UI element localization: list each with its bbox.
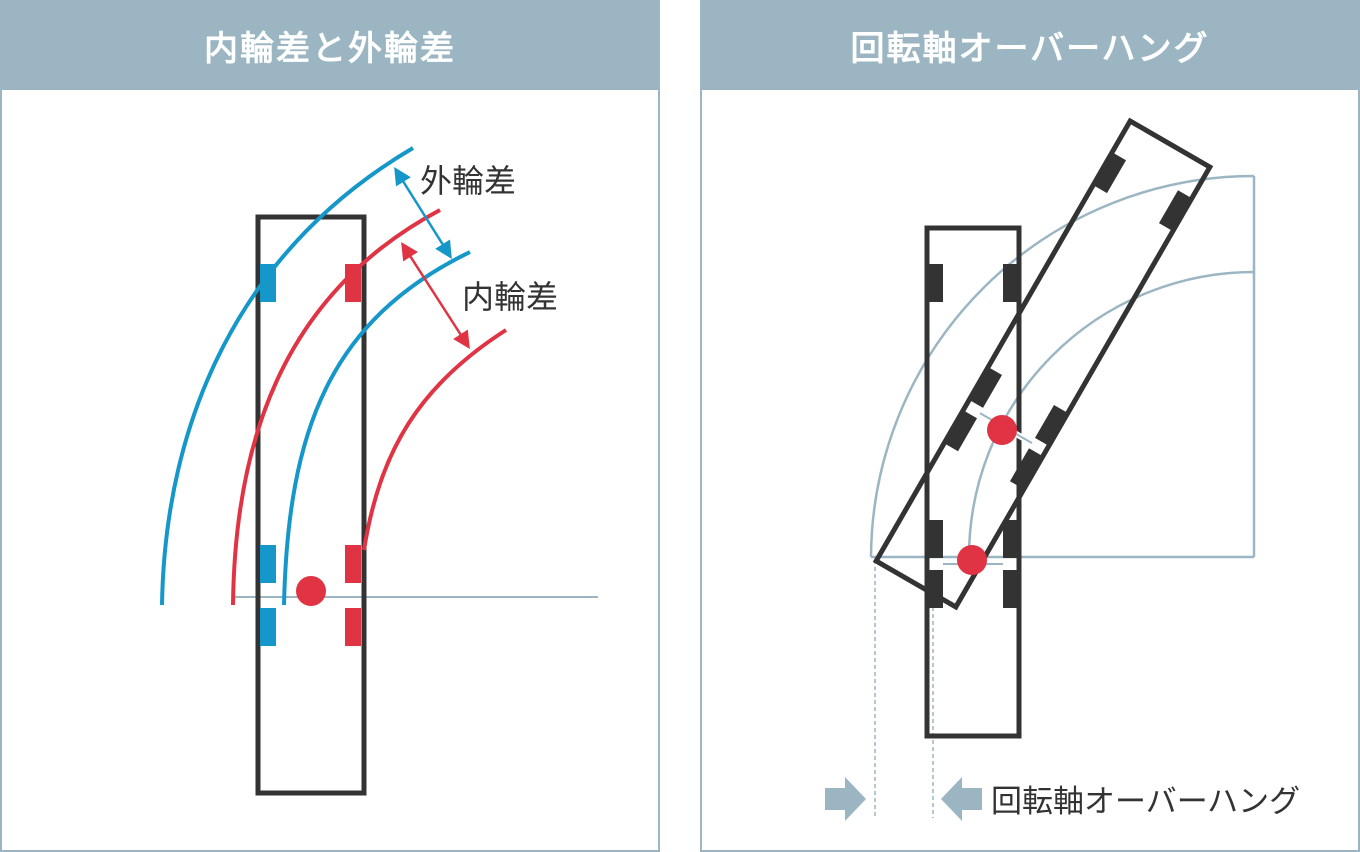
inner-difference-label: 内輪差 bbox=[462, 278, 558, 316]
overhang-label: 回転軸オーバーハング bbox=[991, 784, 1300, 820]
pivot-dot-rotated bbox=[987, 415, 1017, 445]
overhang-arrow-right bbox=[941, 777, 982, 821]
inner-difference-arrow bbox=[401, 242, 470, 349]
tire-front-right bbox=[345, 264, 361, 302]
tire-straight-rr2 bbox=[1003, 570, 1017, 608]
panel-pivot-overhang: 回転軸オーバーハング bbox=[700, 0, 1360, 852]
panel-title-left: 内輪差と外輪差 bbox=[0, 0, 660, 90]
outer-difference-arrow bbox=[394, 167, 452, 259]
tire-rear-right-2 bbox=[345, 608, 361, 646]
right-diagram: 回転軸オーバーハング bbox=[825, 117, 1300, 821]
tire-straight-fl bbox=[929, 264, 943, 302]
inner-arc-red-1 bbox=[231, 208, 441, 606]
pivot-dot-left bbox=[296, 576, 326, 606]
truck-rotated bbox=[872, 117, 1214, 611]
tire-rear-left-1 bbox=[260, 545, 276, 583]
pivot-dot-straight bbox=[957, 545, 987, 575]
left-diagram: 外輪差 内輪差 bbox=[160, 146, 598, 796]
tire-rear-left-2 bbox=[260, 608, 276, 646]
turn-arc-inner bbox=[967, 270, 1255, 558]
tire-front-left bbox=[260, 264, 276, 302]
turn-arc-outer bbox=[869, 174, 1255, 558]
panel-title-right: 回転軸オーバーハング bbox=[700, 0, 1360, 90]
panel-inner-outer-difference: 内輪差と外輪差 bbox=[0, 0, 660, 852]
outer-difference-label: 外輪差 bbox=[420, 162, 516, 200]
outer-arc-blue-1 bbox=[160, 146, 415, 606]
tire-straight-fr bbox=[1003, 264, 1017, 302]
tire-straight-rr1 bbox=[1003, 520, 1017, 558]
overhang-arrow-left bbox=[825, 777, 866, 821]
tire-straight-rl1 bbox=[929, 520, 943, 558]
inner-arc-red-2 bbox=[362, 328, 508, 551]
truck-body-left bbox=[255, 214, 367, 796]
tire-rear-right-1 bbox=[345, 545, 361, 583]
